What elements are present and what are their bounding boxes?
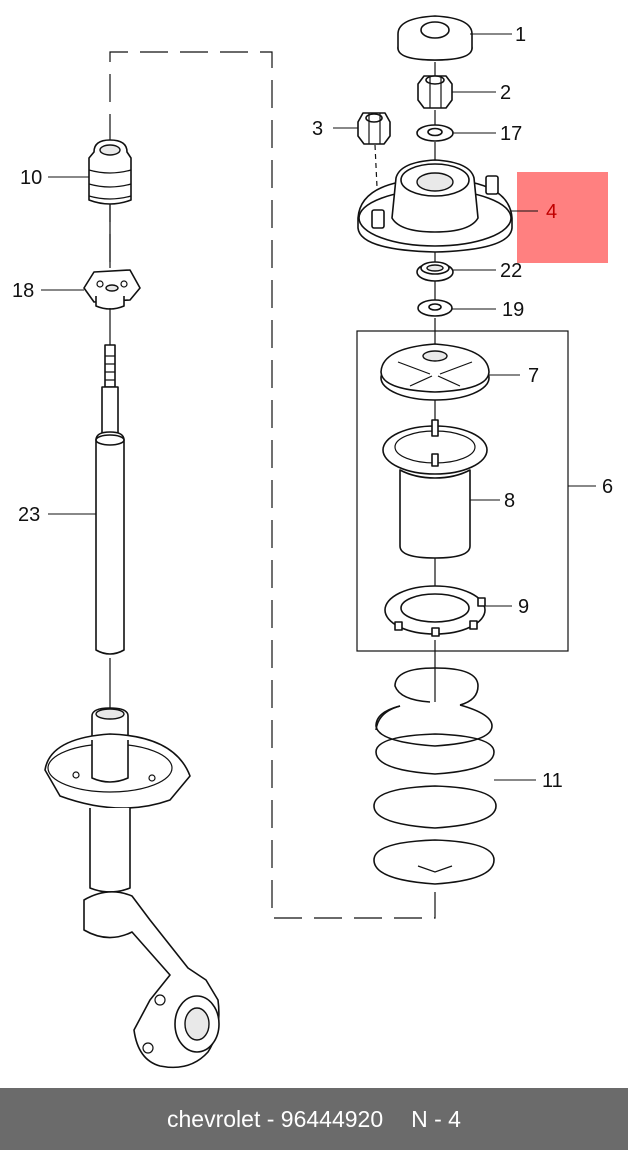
callout-10: 10 [20, 167, 42, 189]
callout-9: 9 [518, 596, 529, 618]
part-4-highlight [517, 172, 608, 263]
callout-22: 22 [500, 260, 522, 282]
part-18-bearing-plate [83, 269, 141, 310]
part-9-spring-seat [384, 585, 486, 637]
callout-23: 23 [18, 504, 40, 526]
part-8-dust-boot [382, 419, 488, 559]
callout-7: 7 [528, 365, 539, 387]
strut-body-knuckle [44, 707, 220, 1069]
callout-19: 19 [502, 299, 524, 321]
part-22-bushing [416, 261, 454, 282]
callout-18: 18 [12, 280, 34, 302]
part-7-spring-seat [380, 343, 490, 401]
part-11-coil-spring [373, 667, 497, 885]
part-3-nut [357, 112, 391, 145]
callout-8: 8 [504, 490, 515, 512]
callout-17: 17 [500, 123, 522, 145]
callout-1: 1 [515, 24, 526, 46]
callout-4: 4 [546, 201, 557, 223]
footer-reference: N - 4 [411, 1105, 461, 1132]
footer-part-number: chevrolet - 96444920 [167, 1105, 384, 1132]
part-23-shock-absorber [95, 344, 125, 655]
leader-lines [41, 33, 596, 781]
callout-11: 11 [542, 770, 563, 792]
footer-bar: chevrolet - 96444920 N - 4 [0, 1088, 628, 1150]
part-19-washer [417, 299, 453, 317]
part-10-bump-stop [88, 139, 132, 205]
part-1-mount-cap [397, 15, 473, 61]
part-4-strut-mount [357, 159, 513, 253]
callout-6: 6 [602, 476, 613, 498]
part-17-washer [416, 124, 454, 142]
part-2-nut [417, 75, 453, 109]
part-6-assembly-box [356, 330, 569, 652]
assembly-connection-line [109, 51, 436, 919]
exploded-parts-diagram: 1 2 3 17 4 10 22 18 19 7 6 8 23 9 11 [12, 15, 613, 1069]
callout-3: 3 [312, 118, 323, 140]
callout-2: 2 [500, 82, 511, 104]
